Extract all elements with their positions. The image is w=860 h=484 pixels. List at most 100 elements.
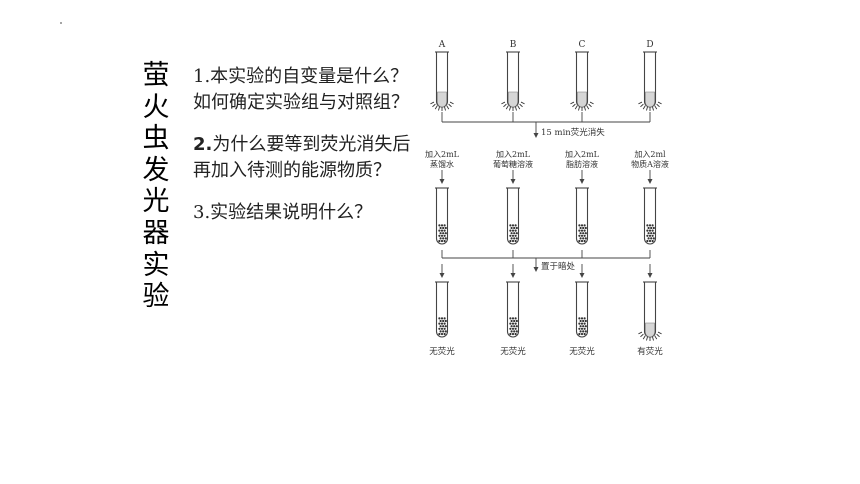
- question-3: 3.实验结果说明什么？: [193, 202, 373, 223]
- glow-rays: [501, 101, 506, 105]
- cell-dots: [510, 237, 513, 240]
- step-label-2: 置于暗处: [541, 261, 576, 272]
- result-arrow-head: [579, 273, 585, 278]
- cell-dots: [440, 234, 444, 237]
- cell-dots: [513, 330, 516, 333]
- tube-label-B: B: [510, 40, 517, 50]
- cell-dots: [509, 224, 512, 227]
- cell-dots: [439, 319, 442, 323]
- cell-dots: [443, 322, 446, 325]
- cell-dots: [650, 226, 653, 230]
- addition-label: 脂肪溶液: [566, 159, 598, 169]
- cell-dots: [646, 239, 649, 243]
- cell-dots: [515, 319, 518, 323]
- cell-dots: [515, 232, 518, 235]
- glow-rays: [517, 105, 521, 110]
- addition-arrow-head: [579, 179, 585, 184]
- cell-dots: [515, 325, 518, 328]
- glow-rays: [438, 106, 440, 111]
- result-arrow-head: [647, 273, 653, 278]
- glow-rays: [640, 333, 644, 338]
- cell-dots: [646, 224, 649, 227]
- cell-dots: [580, 229, 584, 232]
- cell-dots: [442, 232, 445, 235]
- vertical-title: 萤 火 虫 发 光 器 实 验: [141, 60, 171, 313]
- glow-rays: [656, 103, 660, 108]
- cell-dots: [580, 224, 584, 227]
- cell-dots: [439, 232, 442, 235]
- glow-rays: [432, 103, 436, 108]
- tube-label-D: D: [646, 40, 653, 50]
- cell-dots: [444, 232, 447, 235]
- cell-dots: [650, 232, 653, 235]
- glow-rays: [642, 335, 646, 340]
- glow-rays: [657, 101, 662, 105]
- tube-liquid: [645, 91, 655, 108]
- cell-dots: [651, 229, 654, 232]
- cell-dots: [578, 239, 581, 243]
- flow-arrow-head: [533, 267, 539, 272]
- question-2-text: 为什么要等到荧光消失后再加入待测的能源物质？: [193, 134, 411, 181]
- tube-label-C: C: [579, 40, 586, 50]
- glow-rays: [503, 103, 507, 108]
- cell-dots: [510, 325, 513, 328]
- cell-dots: [438, 327, 441, 330]
- cell-dots: [513, 226, 516, 230]
- addition-label: 物质A溶液: [631, 159, 669, 169]
- glow-rays: [646, 106, 648, 111]
- cell-dots: [583, 322, 586, 325]
- cell-dots: [583, 327, 586, 330]
- cell-dots: [584, 319, 587, 323]
- tube-liquid: [508, 91, 518, 108]
- tube-label-A: A: [438, 40, 446, 50]
- result-arrow-head: [439, 273, 445, 278]
- cell-dots: [511, 234, 515, 237]
- cell-dots: [443, 234, 446, 237]
- cell-dots: [578, 317, 581, 320]
- cell-dots: [647, 226, 650, 230]
- glow-rays: [509, 106, 511, 111]
- cell-dots: [442, 226, 445, 230]
- cell-dots: [514, 234, 517, 237]
- cell-dots: [509, 327, 512, 330]
- glow-rays: [654, 105, 658, 110]
- cell-dots: [650, 237, 653, 240]
- glow-rays: [434, 105, 438, 110]
- cell-dots: [514, 327, 517, 330]
- cell-dots: [440, 327, 444, 330]
- cell-dots: [439, 226, 442, 230]
- cell-dots: [515, 226, 518, 230]
- glow-rays: [586, 105, 590, 110]
- glow-rays: [589, 101, 594, 105]
- glow-rays: [654, 335, 658, 340]
- cell-dots: [652, 226, 655, 230]
- cell-dots: [438, 229, 441, 232]
- cell-dots: [443, 229, 446, 232]
- cell-dots: [509, 322, 512, 325]
- glow-rays: [652, 106, 654, 111]
- cell-dots: [443, 327, 446, 330]
- cell-dots: [444, 319, 447, 323]
- cell-dots: [510, 232, 513, 235]
- glow-rays: [448, 103, 452, 108]
- cell-dots: [651, 234, 654, 237]
- glow-rays: [657, 331, 662, 335]
- cell-dots: [442, 319, 445, 323]
- cell-dots: [439, 330, 442, 333]
- glow-rays: [638, 331, 643, 335]
- addition-label: 加入2mL: [425, 149, 460, 159]
- cell-dots: [438, 322, 441, 325]
- cell-dots: [578, 229, 581, 232]
- cell-dots: [514, 229, 517, 232]
- cell-dots: [509, 239, 512, 243]
- cell-dots: [443, 239, 446, 243]
- cell-dots: [648, 224, 652, 227]
- cell-dots: [648, 239, 652, 243]
- cell-dots: [578, 327, 581, 330]
- cell-dots: [580, 317, 584, 320]
- cell-dots: [511, 327, 515, 330]
- cell-dots: [443, 332, 446, 336]
- title-char: 萤: [142, 60, 170, 91]
- title-char: 发: [142, 154, 170, 186]
